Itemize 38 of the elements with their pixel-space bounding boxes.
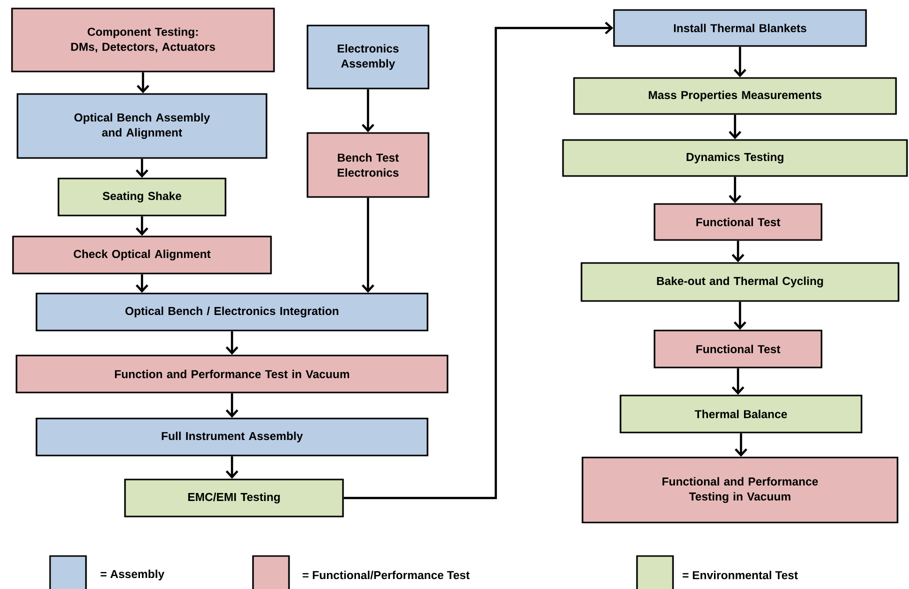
- process-box: Optical Bench / Electronics Integration: [36, 292, 428, 332]
- arrow: [362, 89, 374, 132]
- process-box: Bake-out and Thermal Cycling: [580, 262, 900, 302]
- arrow: [136, 216, 148, 236]
- process-box: Component Testing: DMs, Detectors, Actuators: [11, 8, 275, 72]
- arrow: [728, 176, 742, 204]
- arrow: [362, 198, 374, 293]
- process-box: Bench Test Electronics: [306, 132, 430, 198]
- process-box: EMC/EMI Testing: [124, 478, 344, 518]
- process-box: Mass Properties Measurements: [573, 77, 897, 115]
- arrow: [734, 433, 748, 457]
- process-box: Install Thermal Blankets: [613, 9, 867, 47]
- arrow: [732, 240, 744, 262]
- process-box: Seating Shake: [58, 178, 226, 216]
- process-box: Dynamics Testing: [562, 139, 908, 177]
- arrow: [136, 72, 150, 94]
- process-box: Electronics Assembly: [306, 24, 430, 90]
- legend-label: = Environmental Test: [682, 570, 798, 580]
- process-box: Check Optical Alignment: [12, 236, 272, 274]
- legend-label: = Functional/Performance Test: [302, 570, 470, 580]
- arrow: [732, 368, 744, 395]
- arrow: [226, 393, 238, 418]
- arrow: [734, 46, 746, 78]
- process-box: Functional Test: [654, 330, 822, 368]
- process-box: Functional Test: [654, 203, 822, 241]
- arrow: [344, 22, 614, 500]
- arrow: [136, 158, 148, 178]
- process-box: Optical Bench Assembly and Alignment: [16, 93, 268, 159]
- process-box: Function and Performance Test in Vacuum: [16, 354, 448, 394]
- arrow: [734, 302, 746, 330]
- process-box: Full Instrument Assembly: [36, 418, 428, 456]
- arrow: [728, 114, 742, 140]
- arrow: [226, 331, 238, 355]
- arrow: [136, 274, 148, 293]
- legend-label: = Assembly: [100, 570, 164, 580]
- arrow: [226, 456, 238, 479]
- process-box: Thermal Balance: [620, 394, 862, 434]
- process-box: Functional and Performance Testing in Vacuum: [582, 456, 898, 524]
